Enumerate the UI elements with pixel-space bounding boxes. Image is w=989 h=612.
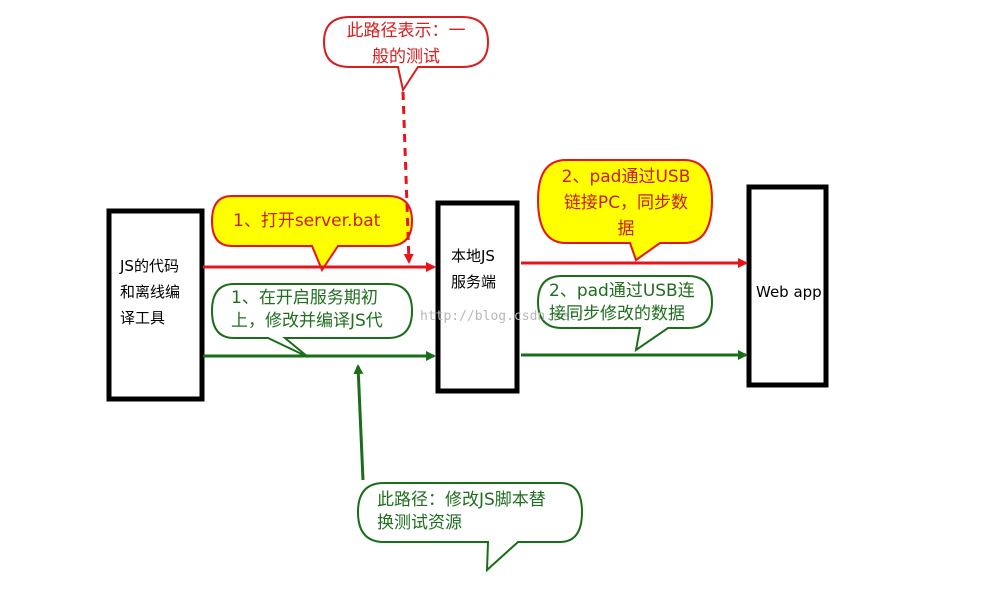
box-local-server-line-1: 本地JS (451, 247, 495, 265)
box-web-app-label: Web app (756, 283, 822, 301)
callout-step1-modify-compile-line-1: 1、在开启服务期初 (231, 288, 378, 308)
box-local-server-label: 本地JS 服务端 (451, 243, 496, 295)
callout-replace-path-text: 此路径：修改JS脚本替 换测试资源 (377, 489, 546, 535)
callout-normal-test-path-text: 此路径表示：一 般的测试 (332, 18, 480, 70)
callout-step2-pad-usb-line-3: 据 (617, 219, 635, 239)
callout-replace-path-line-2: 换测试资源 (377, 513, 462, 533)
callout-step2-pad-usb-line-1: 2、pad通过USB (561, 167, 691, 187)
box-js-tool-line-2: 和离线编 (120, 283, 181, 301)
callout-replace-path-line-1: 此路径：修改JS脚本替 (377, 490, 546, 510)
callout-normal-test-path-line-2: 般的测试 (372, 47, 440, 67)
callout-normal-test-path-line-1: 此路径表示：一 (346, 21, 466, 41)
callout-step2-pad-usb-text: 2、pad通过USB 链接PC，同步数 据 (548, 164, 704, 242)
callout-replace-path (356, 482, 584, 573)
arrow-green-replace-up (353, 364, 365, 481)
callout-step1-modify-compile-line-2: 上，修改并编译JS代 (231, 311, 383, 331)
watermark-text: http://blog.csdn.net/ (420, 309, 585, 324)
callout-step2-pad-sync-line-2: 接同步修改的数据 (549, 304, 685, 324)
callout-step1-modify-compile-text: 1、在开启服务期初 上，修改并编译JS代 (231, 287, 383, 333)
callout-step1-open-server (210, 195, 414, 273)
callout-step2-pad-sync (536, 275, 714, 353)
box-web-app (746, 184, 829, 388)
box-js-tool-line-1: JS的代码 (120, 257, 179, 275)
box-js-tool-line-3: 译工具 (120, 309, 166, 327)
callout-step1-open-server-text: 1、打开server.bat (233, 211, 381, 231)
arrow-normal-test-dashed (401, 91, 414, 264)
box-js-tool (106, 208, 205, 402)
callout-step2-pad-sync-line-1: 2、pad通过USB连 (549, 281, 695, 301)
box-js-tool-label: JS的代码 和离线编 译工具 (120, 253, 180, 331)
callout-step2-pad-sync-text: 2、pad通过USB连 接同步修改的数据 (549, 280, 695, 326)
callout-step1-modify-compile (210, 283, 414, 358)
box-local-server-line-2: 服务端 (451, 273, 497, 291)
callout-step2-pad-usb-line-2: 链接PC，同步数 (563, 193, 689, 213)
callout-normal-test-path (322, 16, 490, 93)
box-local-server (435, 200, 520, 394)
callout-step2-pad-usb (536, 159, 714, 262)
